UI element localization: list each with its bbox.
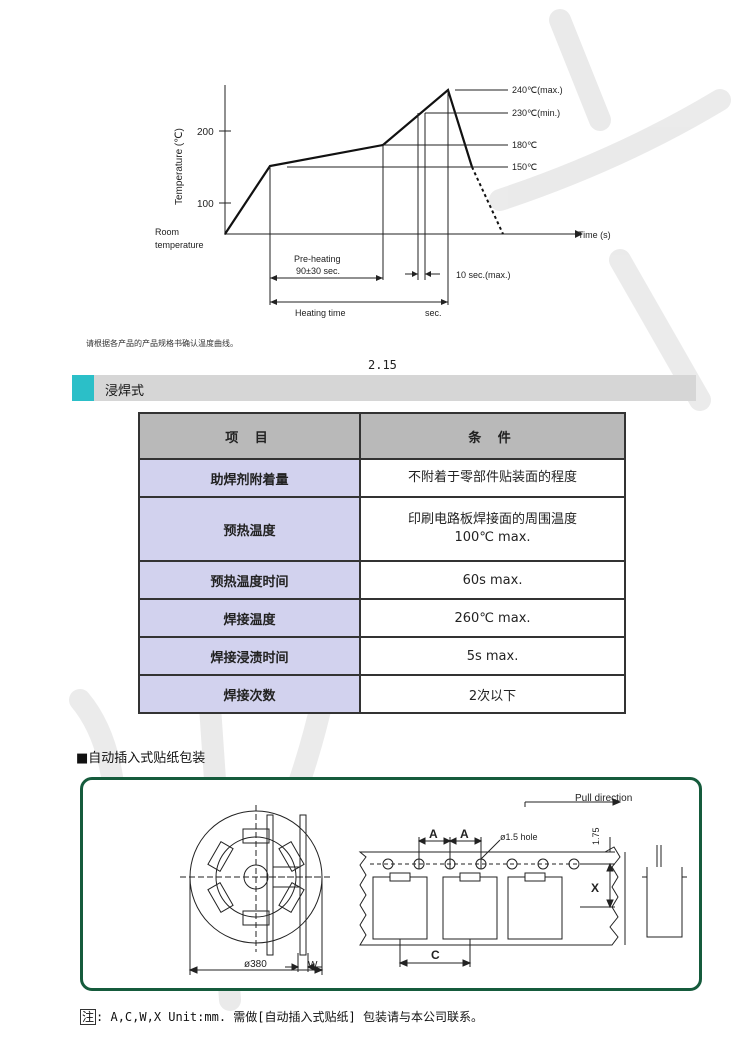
ten-sec-label: 10 sec.(max.) — [456, 270, 511, 280]
row-item: 预热温度 — [137, 496, 362, 562]
x-dim-label: X — [591, 881, 599, 895]
pull-direction-label: Pull direction — [575, 793, 632, 804]
tape-section-title: ■自动插入式贴纸包装 — [76, 751, 206, 766]
a-dim-label-2: A — [460, 827, 469, 841]
hole-label: ø1.5 hole — [500, 832, 538, 842]
table-row: 助焊剂附着量 不附着于零部件贴装面的程度 — [137, 458, 626, 498]
row-condition-line2: 100℃ max. — [454, 530, 531, 545]
profile-note: 请根据各产品的产品规格书确认温度曲线。 — [86, 339, 238, 348]
row-condition: 2次以下 — [359, 674, 626, 714]
footnote-text: : A,C,W,X Unit:mm. 需做[自动插入式贴纸] 包装请与本公司联系… — [96, 1010, 483, 1024]
tape-diagram: Pull direction ø380 W A A ø1.5 hole 1.75… — [180, 793, 687, 975]
row-condition: 60s max. — [359, 560, 626, 600]
room-label-2: temperature — [155, 240, 204, 250]
header-condition: 条 件 — [359, 412, 626, 460]
table-row: 预热温度时间 60s max. — [137, 560, 626, 600]
footnote: 注: A,C,W,X Unit:mm. 需做[自动插入式贴纸] 包装请与本公司联… — [80, 1008, 483, 1025]
section-header: 浸焊式 — [72, 375, 696, 401]
dip-soldering-table: 项 目 条 件 助焊剂附着量 不附着于零部件贴装面的程度 预热温度 印刷电路板焊… — [137, 412, 626, 714]
c-dim-label: C — [431, 948, 440, 962]
row-condition: 5s max. — [359, 636, 626, 676]
row-condition: 不附着于零部件贴装面的程度 — [359, 458, 626, 498]
row-condition-line1: 印刷电路板焊接面的周围温度 — [408, 512, 578, 527]
table-row: 焊接浸渍时间 5s max. — [137, 636, 626, 676]
temp-label-240: 240℃(max.) — [512, 85, 563, 95]
page-number: 2.15 — [368, 358, 397, 372]
dim-175-label: 1.75 — [591, 827, 601, 845]
reel-diameter-label: ø380 — [244, 959, 267, 970]
section-title: 浸焊式 — [105, 384, 145, 399]
preheat-time: 90±30 sec. — [296, 266, 340, 276]
table-header-row: 项 目 条 件 — [137, 412, 626, 460]
table-row: 焊接次数 2次以下 — [137, 674, 626, 714]
w-dim-label: W — [308, 960, 318, 971]
row-item: 焊接浸渍时间 — [137, 636, 362, 676]
y-axis-label: Temperature (℃) — [174, 128, 185, 205]
y-tick-200: 200 — [197, 127, 214, 138]
a-dim-label-1: A — [429, 827, 438, 841]
row-condition: 印刷电路板焊接面的周围温度 100℃ max. — [359, 496, 626, 562]
row-item: 预热温度时间 — [137, 560, 362, 600]
tape-diagram-frame — [80, 777, 702, 991]
row-item: 焊接次数 — [137, 674, 362, 714]
row-condition: 260℃ max. — [359, 598, 626, 638]
room-label: Room — [155, 227, 179, 237]
temp-label-230: 230℃(min.) — [512, 108, 560, 118]
reflow-profile-chart: Temperature (℃) 200 100 Room temperature… — [155, 85, 611, 318]
table-row: 预热温度 印刷电路板焊接面的周围温度 100℃ max. — [137, 496, 626, 562]
header-item: 项 目 — [137, 412, 362, 460]
y-tick-100: 100 — [197, 199, 214, 210]
section-accent-block — [72, 375, 94, 401]
temp-label-150: 150℃ — [512, 162, 537, 172]
x-axis-label: Time (s) — [578, 230, 611, 240]
heating-time-label: Heating time — [295, 308, 346, 318]
preheat-label: Pre-heating — [294, 254, 341, 264]
table-row: 焊接温度 260℃ max. — [137, 598, 626, 638]
sec-label: sec. — [425, 308, 442, 318]
row-item: 焊接温度 — [137, 598, 362, 638]
row-item: 助焊剂附着量 — [137, 458, 362, 498]
temp-label-180: 180℃ — [512, 140, 537, 150]
footnote-prefix: 注 — [80, 1009, 97, 1025]
